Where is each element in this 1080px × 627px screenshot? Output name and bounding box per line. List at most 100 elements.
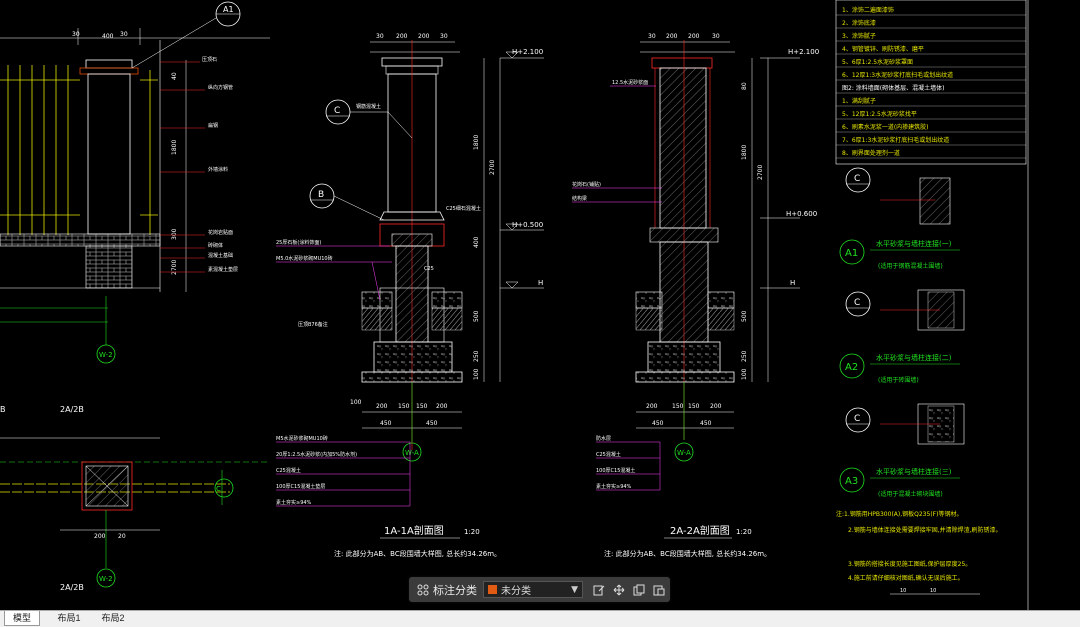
spec-line: 3、涂饰腻子 [842, 32, 876, 40]
section-note: 注: 此部分为AB、BC段围墙大样图, 总长约34.26m。 [334, 549, 501, 558]
dim-label: 150 [398, 403, 410, 410]
dim-label: 500 [741, 310, 748, 322]
dim-label: 20 [118, 533, 126, 540]
dim-label: 30 [712, 33, 720, 40]
section-2a-2a: 30 200 200 30 H+2.100 H+0.600 H [572, 33, 819, 558]
dim-label: 400 [102, 33, 114, 40]
dim-label: 10 [930, 588, 936, 594]
axis-label: W-2 [99, 351, 113, 359]
chevron-down-icon: ▼ [571, 584, 578, 595]
category-select[interactable]: 未分类 ▼ [483, 581, 583, 598]
detail-label: A1 [845, 248, 858, 259]
dim-label: 100 [350, 399, 362, 406]
section-scale: 1:20 [464, 528, 480, 536]
dim-label: 30 [648, 33, 656, 40]
dim-label: 450 [700, 420, 712, 427]
detail-title: 水平砂浆与墙柱连接(一) [876, 239, 952, 248]
callout-label: B [318, 190, 324, 200]
section-1a-1a: 30 200 200 30 [276, 33, 544, 558]
level-label: H [790, 279, 795, 287]
dim-label: 10 [900, 588, 906, 594]
dim-label: 200 [436, 403, 448, 410]
dim-label: 400 [473, 236, 480, 248]
layer-label: 素土夯实≥94% [596, 483, 632, 490]
dim-label: 150 [672, 403, 684, 410]
layer-label: C25细石混凝土 [446, 205, 481, 212]
callout-label: C [854, 174, 860, 184]
annotation-toolbar: 标注分类 未分类 ▼ [409, 577, 670, 602]
tab-layout1[interactable]: 布局1 [57, 613, 81, 623]
layer-label: 12.5水泥砂浆面 [612, 79, 648, 86]
tab-layout2[interactable]: 布局2 [101, 613, 125, 623]
layer-label: 花岗岩贴面 [208, 229, 233, 236]
spec-line: 1、满刮腻子 [842, 97, 876, 105]
dim-label: 250 [473, 350, 480, 362]
detail-subtitle: (适用于砖围墙) [878, 376, 919, 384]
note-line: 3.钢筋的搭接长度见施工图纸,保护层厚度25。 [848, 560, 971, 568]
grid-icon[interactable] [413, 580, 433, 600]
dim-label: 2700 [171, 260, 178, 275]
layer-label: 100厚C15混凝土垫层 [276, 483, 325, 490]
detail-title: 水平砂浆与墙柱连接(二) [876, 353, 952, 362]
plan-label: 2A/2B [60, 405, 84, 414]
spec-line: 5、12厚1:2.5水泥砂浆找平 [842, 110, 917, 118]
layer-label: C25混凝土 [276, 467, 301, 474]
layer-label: 砖砌体 [208, 242, 223, 249]
dim-label: 40 [171, 72, 178, 80]
move-icon[interactable] [609, 580, 629, 600]
category-color-swatch [488, 585, 497, 594]
layer-label: 纵向方钢管 [208, 84, 233, 91]
level-label: H [538, 279, 543, 287]
section-title: 2A-2A剖面图 [670, 524, 730, 537]
paste-icon[interactable] [649, 580, 669, 600]
dim-label: 30 [120, 31, 128, 38]
spec-line: 4、钢管镀锌、刷防锈漆、磨平 [842, 45, 924, 53]
layer-label: 扁钢 [208, 122, 218, 129]
dim-label: 200 [666, 33, 678, 40]
spec-line: 7、6厚1:3水泥砂浆打底扫毛或划出纹道 [842, 136, 949, 144]
spec-line: 6、12厚1:3水泥砂浆打底扫毛或划出纹道 [842, 71, 953, 79]
detail-title: 水平砂浆与墙柱连接(三) [876, 467, 952, 476]
dim-label: 30 [440, 33, 448, 40]
detail-subtitle: (适用于钢筋混凝土围墙) [878, 262, 943, 270]
level-label: H+2.100 [512, 48, 543, 56]
spec-line: 2、涂饰底漆 [842, 19, 876, 27]
note-line: 2.钢筋与墙体连接处需要焊接牢固,并清除焊渣,刷防锈漆。 [848, 526, 1002, 534]
axis-label: C [216, 485, 221, 493]
layer-label: 压顶石 [202, 57, 217, 63]
dim-label: 100 [741, 368, 748, 380]
layer-label: C25 [424, 266, 434, 272]
layer-label: 外墙涂料 [208, 166, 228, 173]
axis-label: W-A [677, 449, 691, 457]
callout-label: A1 [223, 5, 234, 14]
copy-icon[interactable] [629, 580, 649, 600]
callout-label: C [854, 414, 860, 424]
layer-label: 混凝土基础 [208, 252, 233, 259]
layer-label: M5.0水泥砂浆砌MU10砖 [276, 255, 333, 262]
dim-label: 450 [652, 420, 664, 427]
tab-model[interactable]: 模型 [4, 611, 40, 626]
edit-icon[interactable] [589, 580, 609, 600]
layer-label: 100厚C15混凝土 [596, 467, 635, 474]
level-label: H+0.600 [786, 210, 817, 218]
layer-label: C25混凝土 [596, 451, 621, 458]
dim-label: 250 [741, 350, 748, 362]
dim-label: 200 [646, 403, 658, 410]
dim-label: 1800 [473, 135, 480, 150]
plan-label: B [0, 405, 6, 414]
drawing-canvas[interactable]: 30 400 30 40 1800 300 [0, 0, 1080, 610]
axis-label: W-2 [99, 575, 113, 583]
spec-line: 6、刷素水泥浆一道(内掺建筑胶) [842, 123, 929, 131]
dim-label: 100 [473, 368, 480, 380]
section-scale: 1:20 [736, 528, 752, 536]
spec-panel [835, 0, 1029, 610]
annotation-category-label: 标注分类 [433, 584, 477, 597]
layer-label: 25厚石板(涂料饰面) [276, 239, 321, 246]
dim-label: 500 [473, 310, 480, 322]
category-value: 未分类 [501, 586, 531, 597]
detail-label: A3 [845, 476, 858, 487]
callout-label: C [854, 298, 860, 308]
layer-label: M5水泥砂浆砌MU10砖 [276, 435, 328, 442]
dim-label: 30 [72, 31, 80, 38]
layer-label: 素混凝土垫层 [208, 266, 238, 273]
